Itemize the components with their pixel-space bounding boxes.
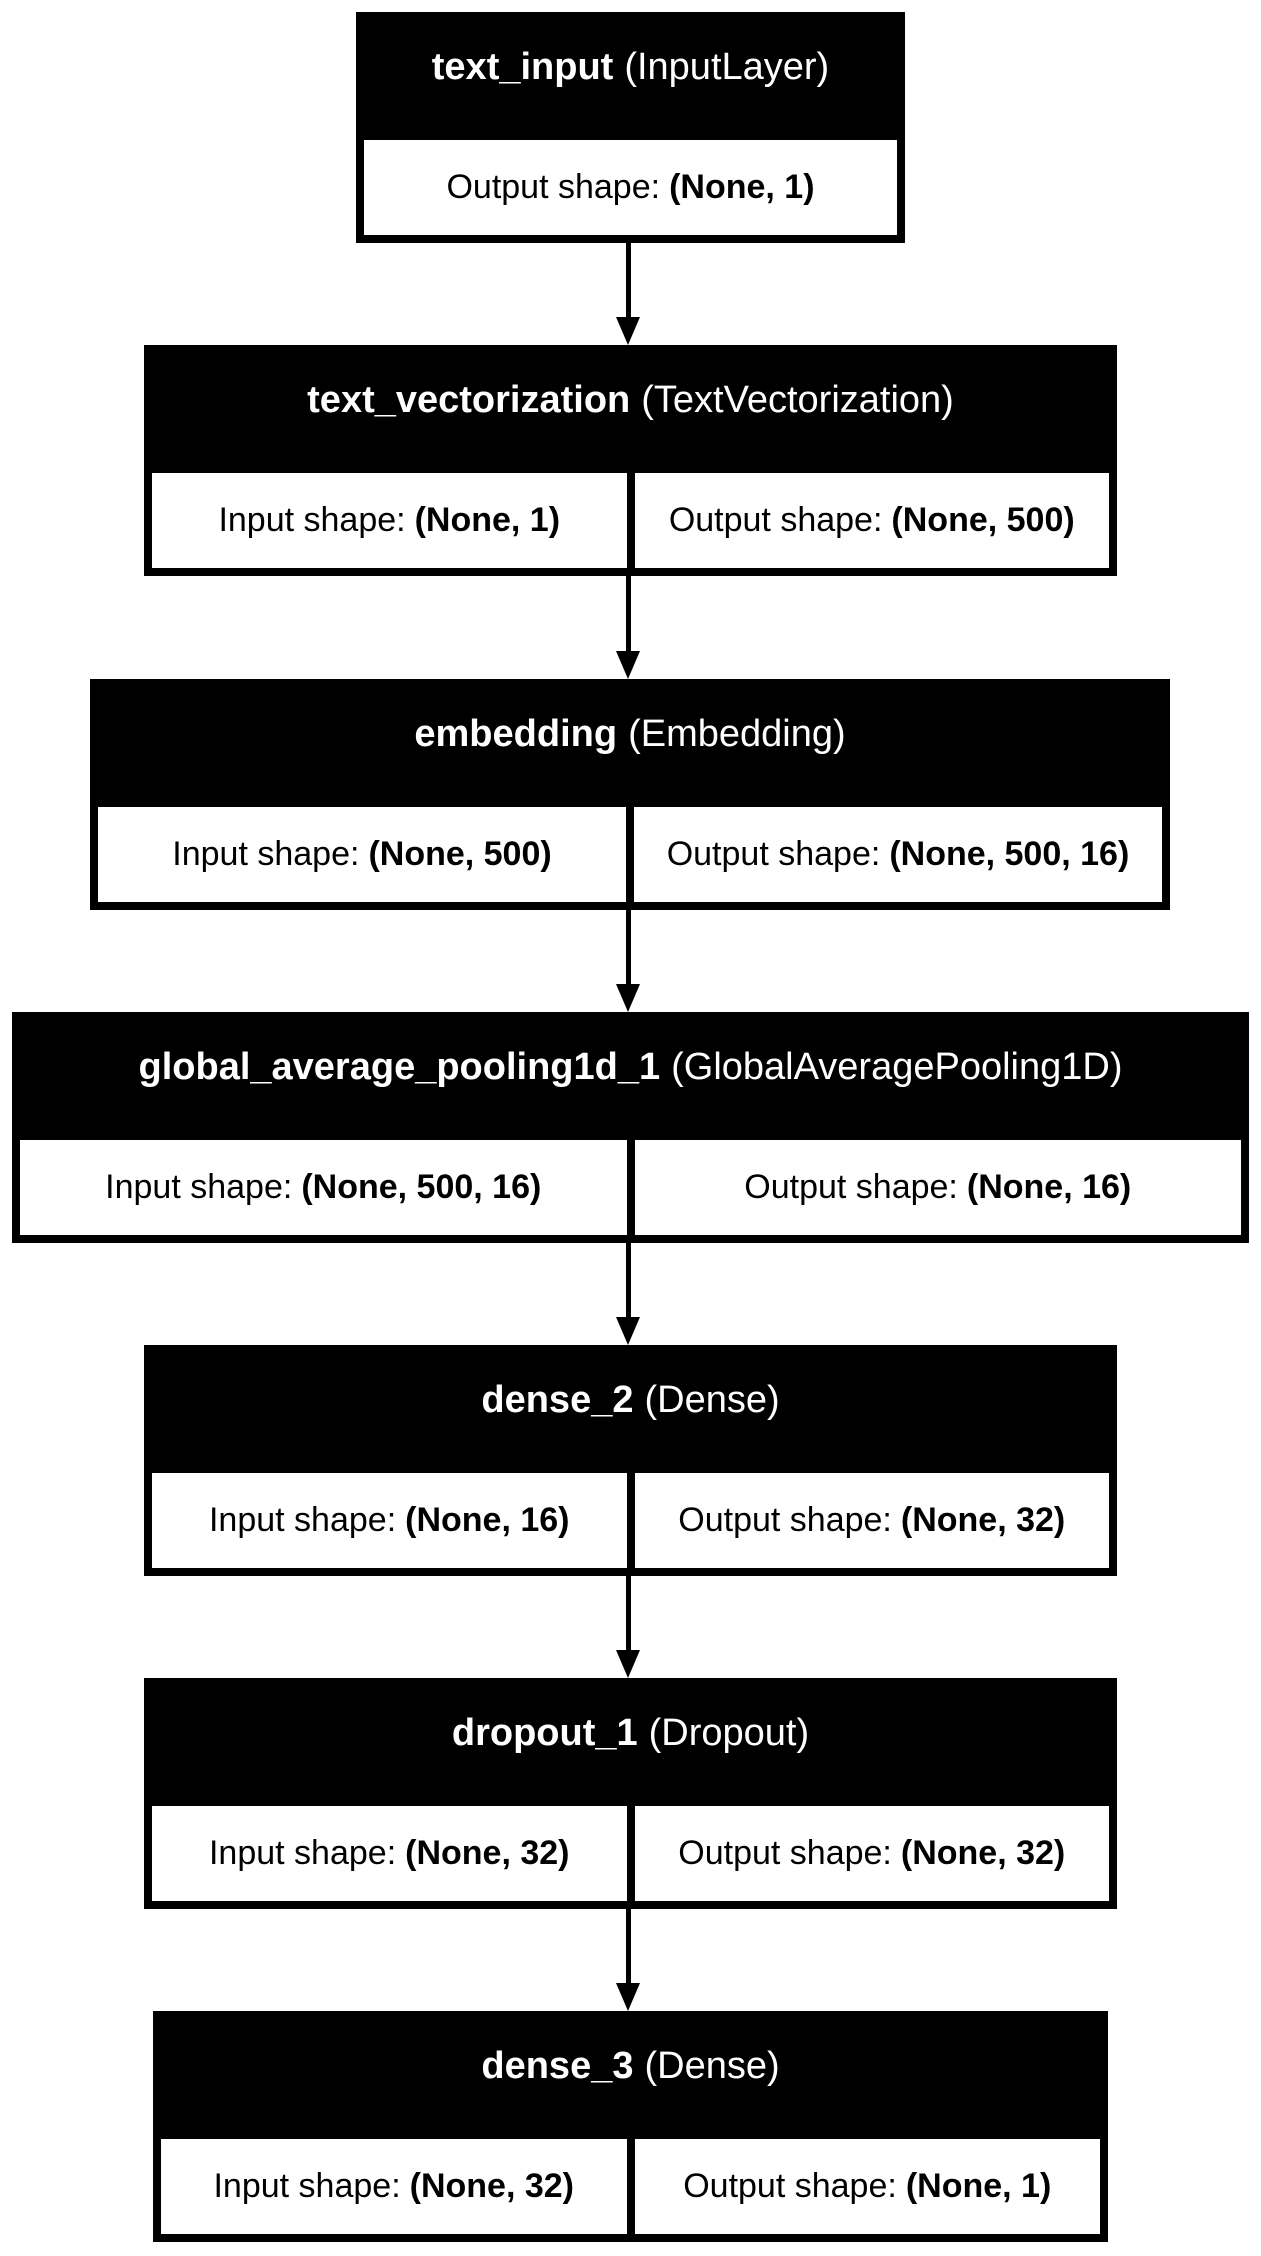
shape-value: (None, 32): [409, 2167, 574, 2205]
layer-type: (Dropout): [648, 1711, 810, 1754]
output-shape-cell: Output shape:(None, 16): [634, 1140, 1241, 1235]
arrow-down-icon: [616, 984, 640, 1012]
layer-node: dense_2(Dense)Input shape:(None, 16)Outp…: [144, 1345, 1117, 1576]
shape-label: Input shape:: [213, 2167, 401, 2205]
shape-value: (None, 500, 16): [889, 835, 1130, 873]
output-shape-cell: Output shape:(None, 500): [634, 473, 1109, 568]
input-shape-cell: Input shape:(None, 32): [152, 1806, 627, 1901]
input-shape-cell: Input shape:(None, 16): [152, 1473, 627, 1568]
shape-row: Input shape:(None, 16)Output shape:(None…: [152, 1473, 1109, 1568]
shape-label: Output shape:: [744, 1168, 958, 1206]
shape-value: (None, 32): [405, 1834, 570, 1872]
layer-node: text_input(InputLayer) Output shape:(None…: [356, 12, 905, 243]
layer-node: dropout_1(Dropout)Input shape:(None, 32)…: [144, 1678, 1117, 1909]
shape-value: (None, 1): [905, 2167, 1052, 2205]
shape-row: Input shape:(None, 32)Output shape:(None…: [161, 2139, 1100, 2234]
layer-name: text_vectorization: [307, 378, 631, 421]
shape-value: (None, 500): [891, 501, 1075, 539]
shape-label: Input shape:: [208, 1834, 397, 1872]
shape-label: Input shape:: [105, 1168, 293, 1206]
output-shape-cell: Output shape:(None, 500, 16): [634, 807, 1162, 902]
shape-row: Input shape:(None, 500, 16)Output shape:…: [20, 1140, 1241, 1235]
layer-type: (TextVectorization): [641, 378, 954, 421]
layer-type: (Dense): [644, 1378, 780, 1421]
layer-header: dense_2(Dense): [144, 1345, 1117, 1455]
output-shape-cell: Output shape:(None, 1): [634, 2139, 1100, 2234]
layer-name: dense_2: [481, 1378, 634, 1421]
shape-value: (None, 500): [368, 835, 552, 873]
shape-value: (None, 500, 16): [301, 1168, 542, 1206]
layer-header: dense_3(Dense): [153, 2011, 1108, 2121]
layer-node: dense_3(Dense)Input shape:(None, 32)Outp…: [153, 2011, 1108, 2242]
layer-name: embedding: [414, 712, 618, 755]
input-shape-cell: Input shape:(None, 1): [152, 473, 627, 568]
layer-header: embedding(Embedding): [90, 679, 1170, 789]
shape-value: (None, 1): [669, 168, 815, 206]
layer-header: text_vectorization(TextVectorization): [144, 345, 1117, 455]
layer-name: text_input: [431, 45, 614, 88]
layer-type: (Dense): [644, 2044, 780, 2087]
shape-value: (None, 16): [405, 1501, 570, 1539]
shape-value: (None, 32): [900, 1501, 1066, 1539]
layer-type: (InputLayer): [624, 45, 830, 88]
shape-label: Output shape:: [666, 835, 881, 873]
arrow-down-icon: [616, 651, 640, 679]
output-shape-cell: Output shape:(None, 32): [634, 1806, 1109, 1901]
layer-name: dense_3: [481, 2044, 634, 2087]
input-shape-cell: Input shape:(None, 32): [161, 2139, 627, 2234]
arrow-down-icon: [616, 1650, 640, 1678]
arrow-down-icon: [616, 1983, 640, 2011]
arrow-down-icon: [616, 1317, 640, 1345]
input-shape-cell: Input shape:(None, 500): [98, 807, 626, 902]
layer-node: global_average_pooling1d_1(GlobalAverage…: [12, 1012, 1249, 1243]
layer-node: embedding(Embedding)Input shape:(None, 5…: [90, 679, 1170, 910]
layer-type: (Embedding): [628, 712, 846, 755]
shape-label: Output shape:: [446, 168, 661, 206]
shape-value: (None, 16): [966, 1168, 1132, 1206]
edge-line: [626, 1576, 631, 1654]
shape-label: Output shape:: [683, 2167, 897, 2205]
layer-header: global_average_pooling1d_1(GlobalAverage…: [12, 1012, 1249, 1122]
edge-line: [626, 1243, 631, 1321]
shape-label: Output shape:: [678, 1501, 892, 1539]
edge-line: [626, 1909, 631, 1987]
input-shape-cell: Input shape:(None, 500, 16): [20, 1140, 627, 1235]
layer-node: text_vectorization(TextVectorization) Inp…: [144, 345, 1117, 576]
layer-type: (GlobalAveragePooling1D): [671, 1045, 1123, 1088]
output-shape-cell: Output shape:(None, 1): [364, 140, 897, 235]
edge-line: [626, 910, 631, 988]
output-shape-cell: Output shape:(None, 32): [634, 1473, 1109, 1568]
edge-line: [626, 576, 631, 655]
layer-name: global_average_pooling1d_1: [138, 1045, 661, 1088]
shape-label: Output shape:: [668, 501, 883, 539]
edge-line: [626, 243, 631, 321]
shape-label: Output shape:: [678, 1834, 892, 1872]
layer-header: text_input(InputLayer): [356, 12, 905, 122]
shape-value: (None, 1): [414, 501, 561, 539]
shape-label: Input shape:: [172, 835, 360, 873]
layer-name: dropout_1: [451, 1711, 638, 1754]
shape-label: Input shape:: [208, 1501, 397, 1539]
shape-row: Output shape:(None, 1): [364, 140, 897, 235]
shape-value: (None, 32): [900, 1834, 1066, 1872]
shape-row: Input shape:(None, 1)Output shape:(None,…: [152, 473, 1109, 568]
shape-row: Input shape:(None, 32)Output shape:(None…: [152, 1806, 1109, 1901]
shape-label: Input shape:: [218, 501, 406, 539]
layer-header: dropout_1(Dropout): [144, 1678, 1117, 1788]
arrow-down-icon: [616, 317, 640, 345]
shape-row: Input shape:(None, 500)Output shape:(Non…: [98, 807, 1162, 902]
